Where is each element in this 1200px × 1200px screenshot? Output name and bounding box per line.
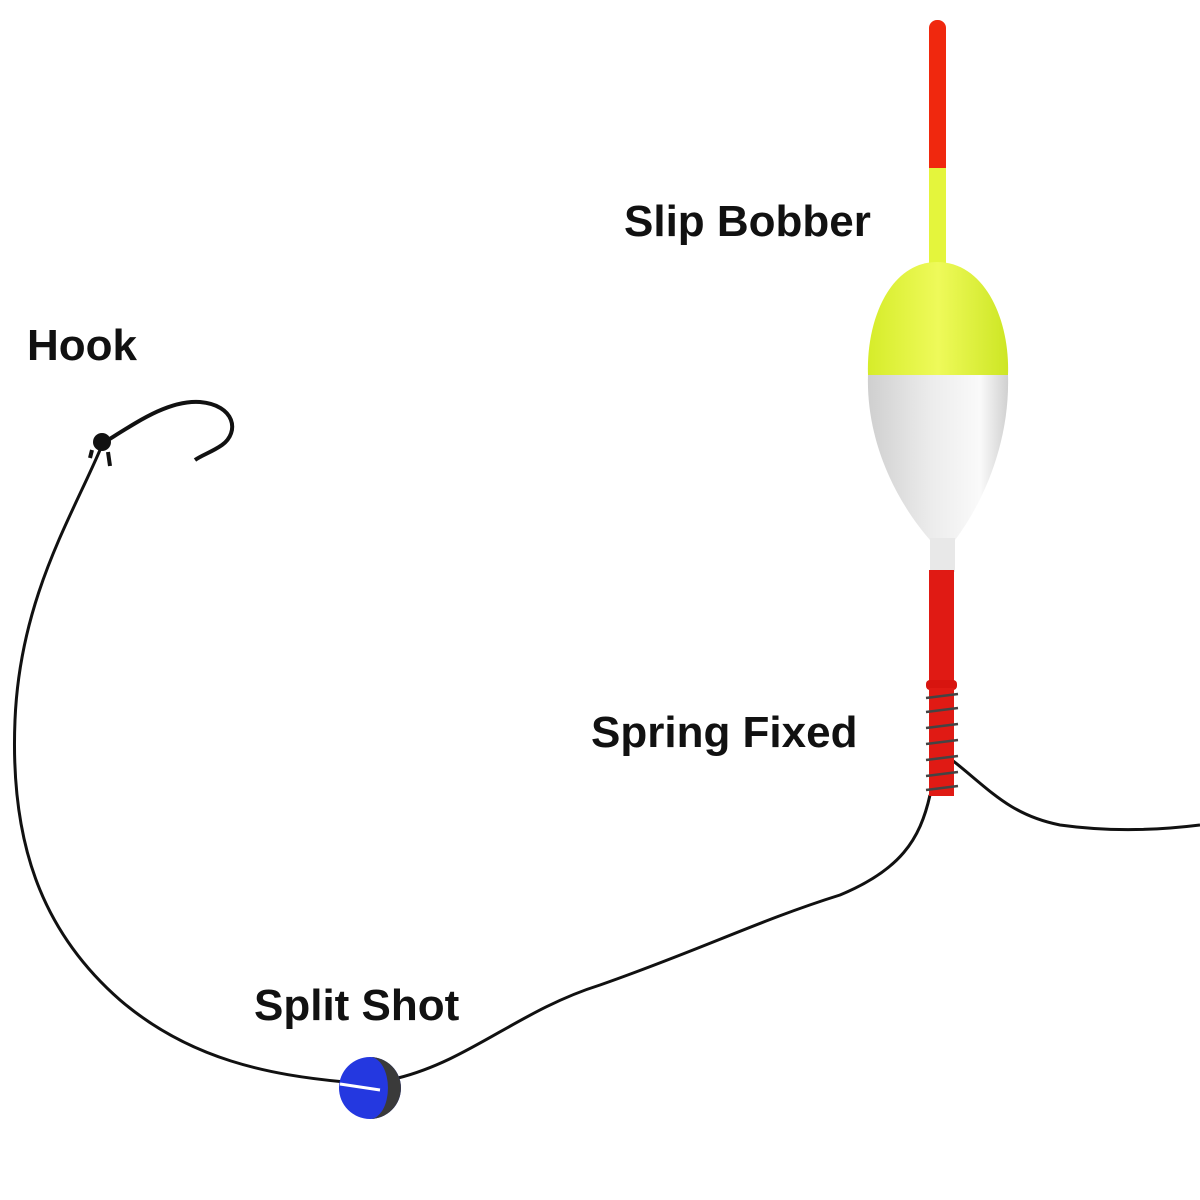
hook-icon (88, 399, 235, 467)
label-hook: Hook (27, 321, 137, 370)
label-split-shot: Split Shot (254, 981, 460, 1030)
label-spring-fixed: Spring Fixed (591, 708, 858, 757)
fishing-line-main (951, 758, 1200, 831)
fishing-line-leader (12, 449, 346, 1084)
spring-icon (925, 692, 959, 792)
slip-bobber-icon (867, 20, 1009, 796)
split-shot-icon (339, 1057, 401, 1119)
label-slip-bobber: Slip Bobber (624, 197, 871, 246)
fishing-line-middle (397, 794, 932, 1080)
